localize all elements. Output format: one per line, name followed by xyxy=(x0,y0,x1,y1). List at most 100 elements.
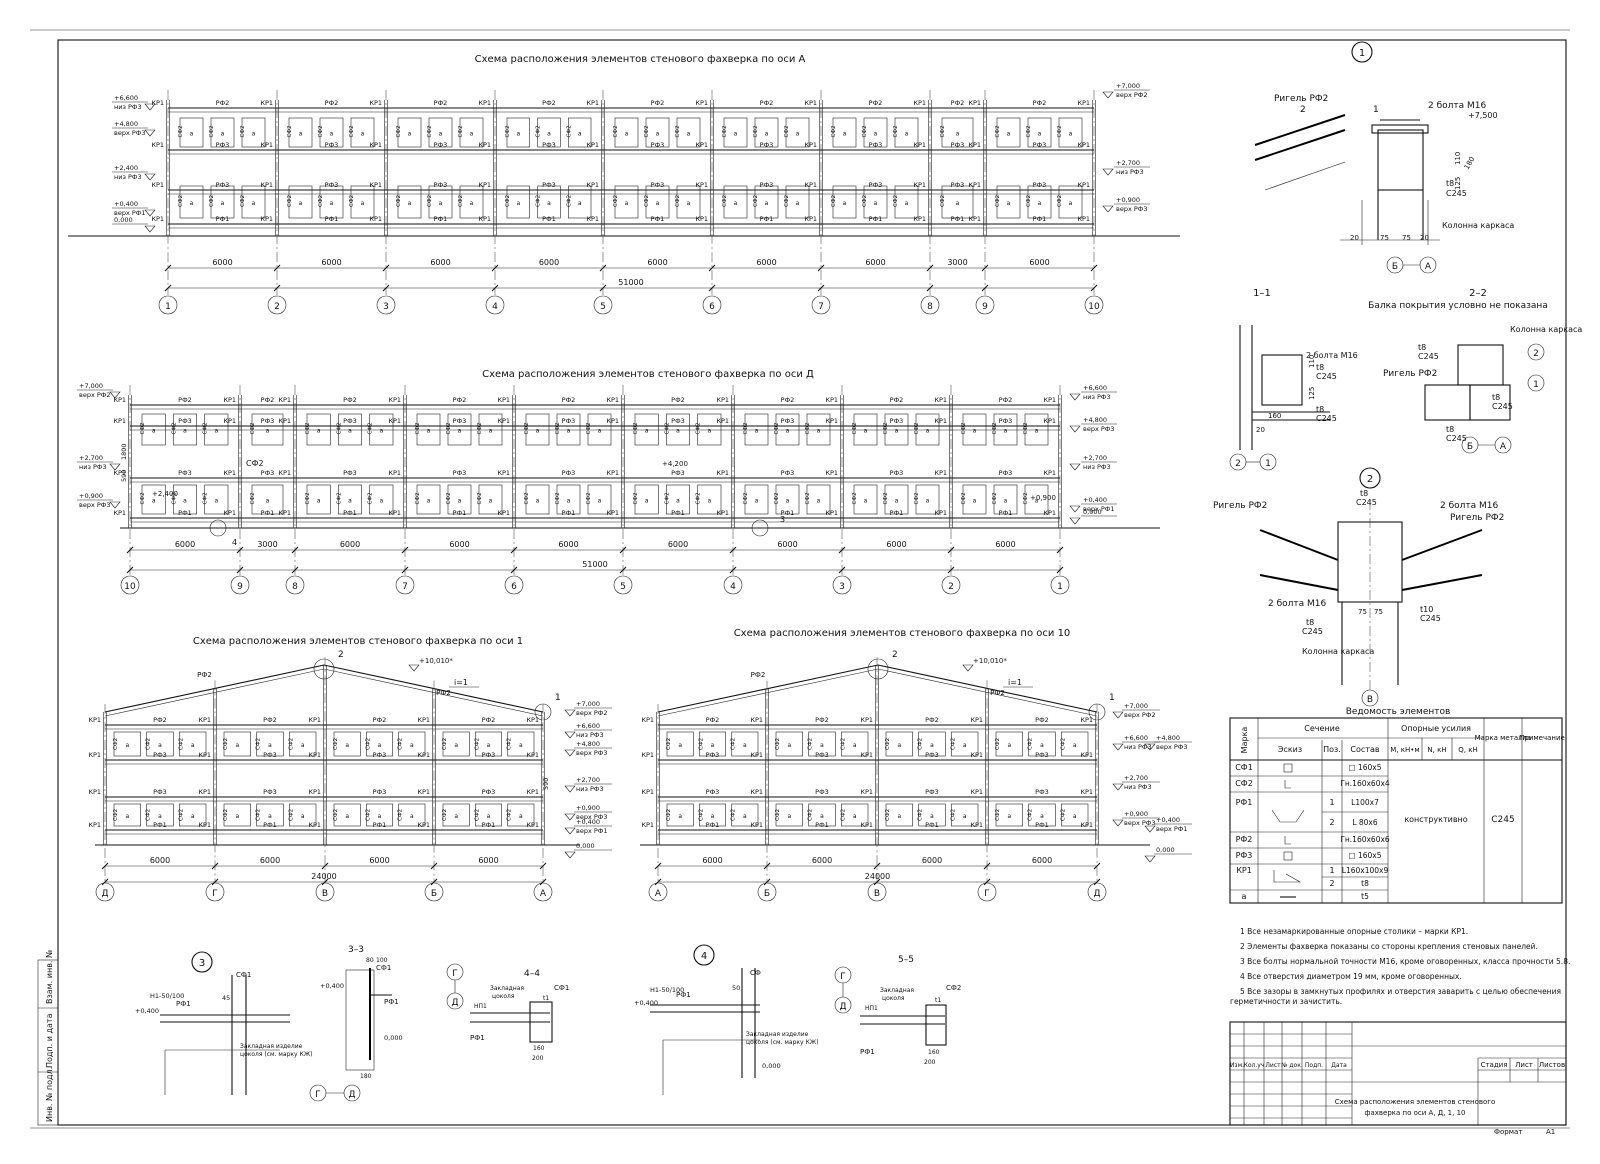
elevation_1-dim-tick xyxy=(211,878,219,886)
elevation_10-level-value: +0,900 xyxy=(1124,810,1148,818)
elevation_10-panel-label: а xyxy=(1040,742,1044,749)
elevation_10-dim-tick xyxy=(983,862,991,870)
elevation_d-panel-frame xyxy=(634,413,659,446)
section-5-5: 5–5 Г Д Закладная цоколя НП1 СФ2 РФ1 t1 … xyxy=(834,955,961,1066)
elevation_10-level-triangle xyxy=(1144,743,1156,751)
section-5-5-label-2: цоколя xyxy=(882,995,905,1002)
node-2-label-9: t8 xyxy=(1306,618,1314,627)
elevation_1-rail-label: РФ1 xyxy=(482,821,496,829)
elevation_d-post-label: СФ2 xyxy=(852,422,858,434)
node-1-dim-4: 20 xyxy=(1420,234,1429,242)
elevation_10-support-label: КР1 xyxy=(1080,716,1093,724)
elevation_1-rail-label: РФ3 xyxy=(153,788,167,796)
elevation_a-panel-label: а xyxy=(905,131,909,138)
elevation_10-post-label: СФ2 xyxy=(808,738,814,750)
section-1-1-axis-2: 2 xyxy=(1235,459,1241,469)
elevation_a-post-label: СФ2 xyxy=(675,195,681,207)
elevation_a-support-label: КР1 xyxy=(478,215,491,223)
node-2-label-8: С245 xyxy=(1420,614,1441,623)
elevation_1-panel-label: а xyxy=(410,813,414,820)
elevation_10-panel-frame xyxy=(775,731,803,757)
elevation_a-axis-bubble xyxy=(158,295,178,315)
tb-format-value: А1 xyxy=(1546,1128,1555,1136)
tb-sheet: Лист xyxy=(1515,1061,1533,1069)
elevation_d-panel-frame xyxy=(173,413,197,446)
elevation_d-rail-label: РФ3 xyxy=(343,469,357,477)
elevation_d-support-label: КР1 xyxy=(1043,396,1056,404)
elevation_10-panel-frame xyxy=(951,731,979,757)
elevation_d-panel-frame xyxy=(853,484,878,515)
elevation_10-level-triangle xyxy=(1112,819,1124,827)
elevation_a-rail-label: РФ2 xyxy=(325,99,339,107)
elevation_d-level-value: +2,700 xyxy=(1083,454,1107,462)
schedule-title: Ведомость элементов xyxy=(1346,707,1451,717)
elevation_10-dim-tick xyxy=(654,878,662,886)
elevation_a-support-label: КР1 xyxy=(804,181,817,189)
elevation_d-axis-bubble xyxy=(1050,575,1070,595)
section-3-3-axis-d: Д xyxy=(348,1090,355,1100)
elevation_d-support-label: КР1 xyxy=(113,469,126,477)
elevation_d-panel-frame xyxy=(447,484,472,515)
elevation_d-post-label: СФ2 xyxy=(415,422,421,434)
elevation_d-post-label: СФ2 xyxy=(171,422,177,434)
elevation_d-support-label: КР1 xyxy=(223,417,236,425)
elevation_d-axis-label: 7 xyxy=(402,582,408,592)
elevation_d-level-value: +0,900 xyxy=(79,492,103,500)
elevation_a-rail-label: РФ2 xyxy=(760,99,774,107)
elevation_10-panel-label: а xyxy=(820,813,824,820)
section-3-3-dim-3: 180 xyxy=(360,1073,372,1080)
elevation_1-post-label: СФ2 xyxy=(256,809,262,821)
elevation_10-dim-tick xyxy=(873,862,881,870)
elevation_a-panel-frame xyxy=(754,117,779,148)
elevation_d-level-value: 0,000 xyxy=(1083,508,1102,516)
elevation_10-rail-label: РФ3 xyxy=(815,788,829,796)
elevation_a-rail-label: РФ1 xyxy=(951,215,965,223)
elevation_d-axis-label: 3 xyxy=(839,582,845,592)
detail-4-label-1: Н1-50/100 xyxy=(650,986,684,994)
elevation_a-panel-frame xyxy=(428,185,453,219)
elevation_d-support-label: КР1 xyxy=(388,509,401,517)
node-2-label-7: t10 xyxy=(1420,605,1433,614)
elevation_1-post-label: СФ2 xyxy=(113,738,119,750)
elevation_d-panel-label: а xyxy=(755,498,759,505)
elevation_d-post-label: СФ2 xyxy=(774,422,780,434)
elevation_d-post-label: СФ2 xyxy=(477,492,483,504)
elevation_10-panel-label: а xyxy=(743,742,747,749)
elevation_d-post-label: СФ2 xyxy=(140,422,146,434)
elevation_1-rail-label: РФ3 xyxy=(153,751,167,759)
node-1-label-2: 2 болта М16 xyxy=(1428,101,1487,111)
elevation_d-post-label: СФ2 xyxy=(696,422,702,434)
elevation_d-panel-label: а xyxy=(786,428,790,435)
elevation_a-panel-label: а xyxy=(330,200,334,207)
elevation_a-dim-tick xyxy=(981,264,989,272)
elevation_a-panel-frame xyxy=(1027,117,1052,148)
elevation_10-panel-frame xyxy=(699,803,726,827)
elevation_1-panel-frame xyxy=(442,731,470,757)
schedule-h-composition: Состав xyxy=(1350,745,1379,754)
elevation_10-level-note: верх РФ3 xyxy=(1124,819,1156,827)
schedule-row-composition: L100x7 xyxy=(1351,798,1379,807)
elevation_a-support-label: КР1 xyxy=(478,181,491,189)
elevation_d-panel-label: а xyxy=(755,428,759,435)
elevation_d-dim-tick xyxy=(838,546,846,554)
elevation_d-post-label: СФ2 xyxy=(555,422,561,434)
elevation_a-rail-label: РФ2 xyxy=(216,99,230,107)
elevation_a-axis-label: 10 xyxy=(1088,302,1100,312)
elevation_10-post-label: СФ2 xyxy=(1060,809,1066,821)
elevation_a-rail-label: РФ1 xyxy=(869,215,883,223)
elevation_1-rail-label: РФ3 xyxy=(482,788,496,796)
elevation_d-panel-label: а xyxy=(266,498,270,505)
node-1-label-5: С245 xyxy=(1446,189,1467,198)
elevation_10-panel-frame xyxy=(731,803,759,827)
schedule-row-composition: Гн.160х60х4 xyxy=(1340,779,1390,788)
elevation_d-post-label: СФ2 xyxy=(664,492,670,504)
elevation_1-panel-label: а xyxy=(454,813,458,820)
schedule-h-sketch: Эскиз xyxy=(1278,745,1302,754)
elevation_d-rail-label: РФ3 xyxy=(453,469,467,477)
section-1-1-label-5: С245 xyxy=(1316,414,1337,423)
elevation_d-support-label: КР1 xyxy=(1043,509,1056,517)
elevation_a-panel-frame xyxy=(863,117,888,148)
